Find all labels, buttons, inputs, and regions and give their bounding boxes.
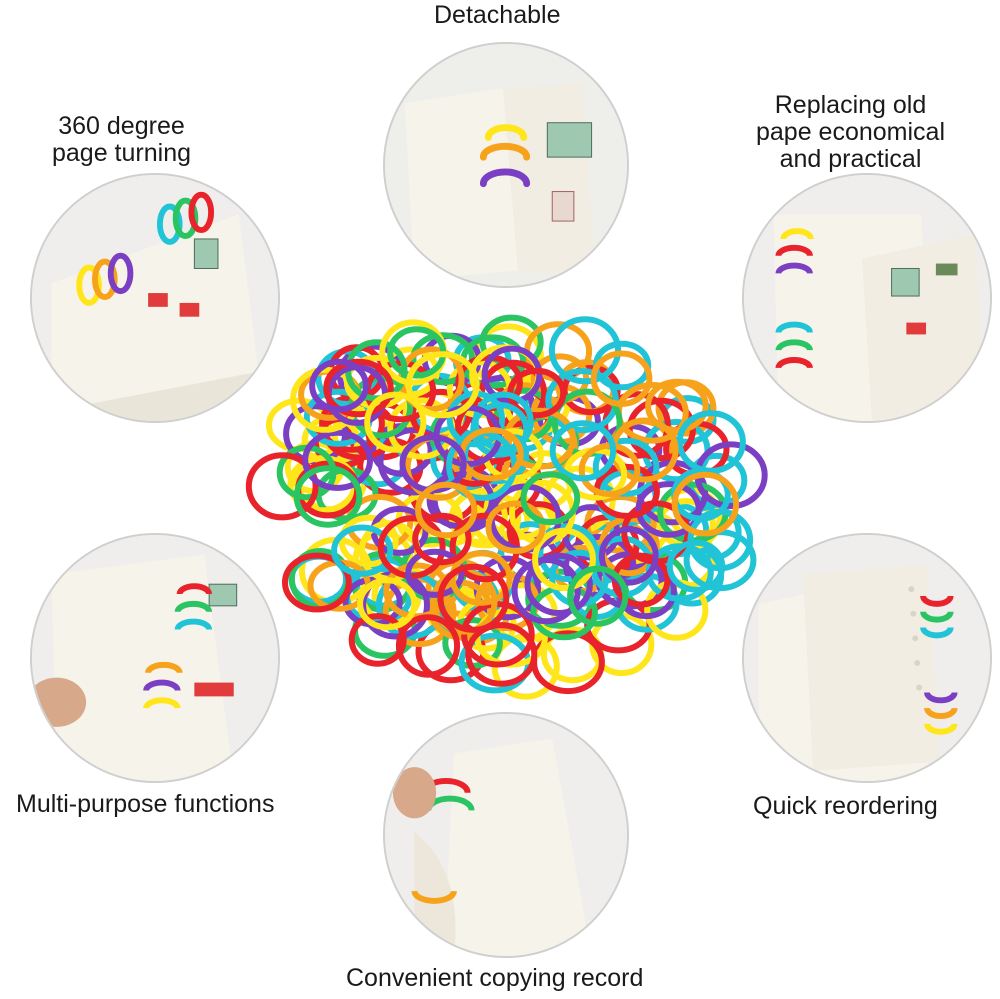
binder-ring bbox=[567, 565, 629, 627]
binder-rings-on-notebook-icon bbox=[744, 175, 990, 421]
binder-rings-on-notebook-icon bbox=[744, 535, 990, 781]
binder-ring bbox=[671, 471, 740, 537]
binder-ring bbox=[323, 358, 394, 418]
binder-ring bbox=[449, 550, 513, 606]
photo-multi-purpose bbox=[30, 533, 280, 783]
binder-ring bbox=[520, 471, 581, 526]
binder-ring bbox=[598, 526, 659, 586]
binder-ring bbox=[282, 552, 352, 613]
binder-ring bbox=[412, 512, 472, 566]
binder-rings-pile bbox=[240, 300, 770, 700]
photo-detachable bbox=[383, 42, 629, 288]
binder-ring bbox=[549, 420, 617, 482]
binder-ring bbox=[331, 524, 394, 577]
binder-rings-on-notebook-icon bbox=[385, 44, 627, 286]
binder-ring bbox=[635, 481, 702, 538]
binder-rings-pile-icon bbox=[245, 314, 768, 700]
photo-quick-reordering bbox=[742, 533, 992, 783]
label-replacing-line-1: Replacing old bbox=[774, 91, 927, 119]
label-multi-purpose: Multi-purpose functions bbox=[16, 790, 275, 818]
binder-rings-on-notebook-icon bbox=[32, 535, 278, 781]
binder-ring bbox=[364, 391, 427, 453]
photo-360-page-turning bbox=[30, 173, 280, 423]
label-replacing-line-2: pape economical bbox=[756, 118, 946, 146]
binder-ring bbox=[485, 500, 546, 554]
label-360-line-1: 360 degree bbox=[58, 112, 185, 140]
label-360-line-2: page turning bbox=[52, 139, 192, 167]
binder-ring bbox=[548, 316, 622, 385]
binder-rings-on-notebook-icon bbox=[385, 714, 627, 956]
photo-convenient-copying bbox=[383, 712, 629, 958]
binder-ring bbox=[590, 350, 653, 407]
binder-ring bbox=[302, 429, 373, 491]
binder-ring bbox=[395, 614, 461, 678]
binder-ring bbox=[437, 563, 510, 633]
binder-ring bbox=[415, 481, 478, 539]
binder-ring bbox=[592, 437, 660, 497]
binder-ring bbox=[348, 613, 407, 667]
binder-ring bbox=[377, 515, 446, 579]
binder-ring bbox=[666, 539, 726, 593]
label-360-page-turning: 360 degree page turning bbox=[52, 113, 191, 167]
binder-ring bbox=[293, 465, 363, 528]
label-quick-reordering: Quick reordering bbox=[753, 792, 938, 820]
label-replacing-line-3: and practical bbox=[779, 145, 922, 173]
binder-ring bbox=[465, 622, 538, 687]
binder-ring bbox=[524, 552, 593, 616]
binder-ring bbox=[309, 358, 369, 413]
binder-ring bbox=[532, 527, 596, 591]
label-convenient-copying: Convenient copying record bbox=[346, 964, 644, 992]
binder-ring bbox=[578, 442, 641, 497]
label-replacing-old-paper: Replacing old pape economical and practi… bbox=[756, 92, 945, 173]
photo-replacing-paper bbox=[742, 173, 992, 423]
label-detachable: Detachable bbox=[434, 1, 561, 29]
binder-ring bbox=[357, 577, 418, 631]
binder-ring bbox=[405, 548, 465, 598]
binder-ring bbox=[382, 576, 457, 648]
binder-ring bbox=[405, 351, 480, 419]
binder-ring bbox=[245, 452, 319, 521]
binder-ring bbox=[338, 514, 399, 568]
